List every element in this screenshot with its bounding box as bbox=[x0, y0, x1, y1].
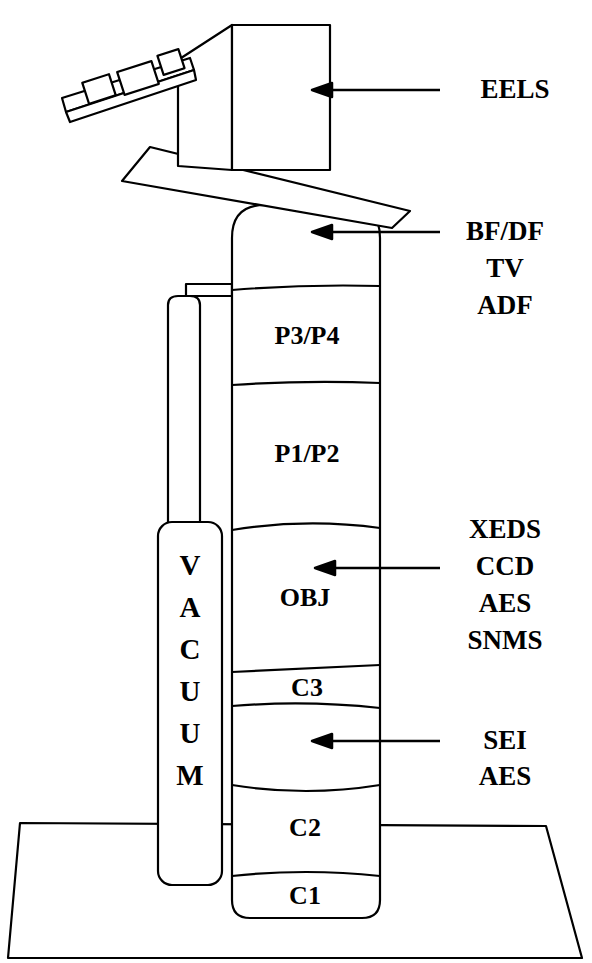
column-section-line bbox=[232, 523, 380, 530]
column-section-line bbox=[232, 703, 380, 708]
eels-magnet bbox=[117, 61, 159, 95]
section-label: C3 bbox=[291, 674, 323, 703]
arrow-head bbox=[315, 561, 335, 575]
leader-arrow bbox=[330, 740, 440, 743]
detector-label: ADF bbox=[477, 291, 533, 321]
leader-arrow bbox=[333, 567, 440, 570]
detector-label: EELS bbox=[480, 75, 549, 105]
arrow-head bbox=[312, 225, 332, 239]
lens-section: P1/P2 bbox=[271, 437, 344, 472]
column-section-line bbox=[232, 286, 380, 291]
section-label: OBJ bbox=[280, 584, 331, 613]
column-section-line bbox=[232, 785, 380, 791]
vacuum-system: VACUUM bbox=[172, 541, 209, 799]
lens-section: C3 bbox=[287, 671, 327, 706]
leader-arrow bbox=[330, 231, 440, 234]
leader-arrow bbox=[330, 89, 440, 92]
vacuum-housing bbox=[158, 522, 222, 885]
detector-label: SEI bbox=[483, 726, 527, 756]
column-section-line bbox=[232, 872, 380, 876]
column-section-line bbox=[232, 382, 380, 385]
arrow-head bbox=[312, 83, 332, 97]
detector-label: CCD bbox=[476, 552, 535, 582]
detector-label: TV bbox=[486, 254, 524, 284]
detector-label: SNMS bbox=[467, 626, 542, 656]
vacuum-tube bbox=[168, 296, 200, 525]
vertical-label: VACUUM bbox=[176, 544, 205, 796]
detector-label: AES bbox=[479, 589, 532, 619]
lens-section: OBJ bbox=[276, 581, 335, 616]
eels-box bbox=[232, 25, 330, 170]
eels-magnet bbox=[82, 74, 115, 104]
section-label: P3/P4 bbox=[275, 322, 340, 351]
section-label: C2 bbox=[289, 814, 321, 843]
lens-section: C1 bbox=[285, 879, 325, 914]
detector-label: XEDS bbox=[469, 515, 541, 545]
detector-label: AES bbox=[479, 762, 532, 792]
detector-label: BF/DF bbox=[466, 217, 544, 247]
section-label: C1 bbox=[289, 882, 321, 911]
vacuum-pipe bbox=[186, 284, 232, 296]
section-label: P1/P2 bbox=[275, 440, 340, 469]
lens-section: C2 bbox=[285, 811, 325, 846]
eels-magnet bbox=[157, 49, 184, 75]
eels-side-panel bbox=[178, 25, 232, 170]
column-outline bbox=[232, 205, 380, 918]
column-section-line bbox=[232, 665, 380, 672]
lens-section: P3/P4 bbox=[271, 319, 344, 354]
arrow-head bbox=[312, 734, 332, 748]
